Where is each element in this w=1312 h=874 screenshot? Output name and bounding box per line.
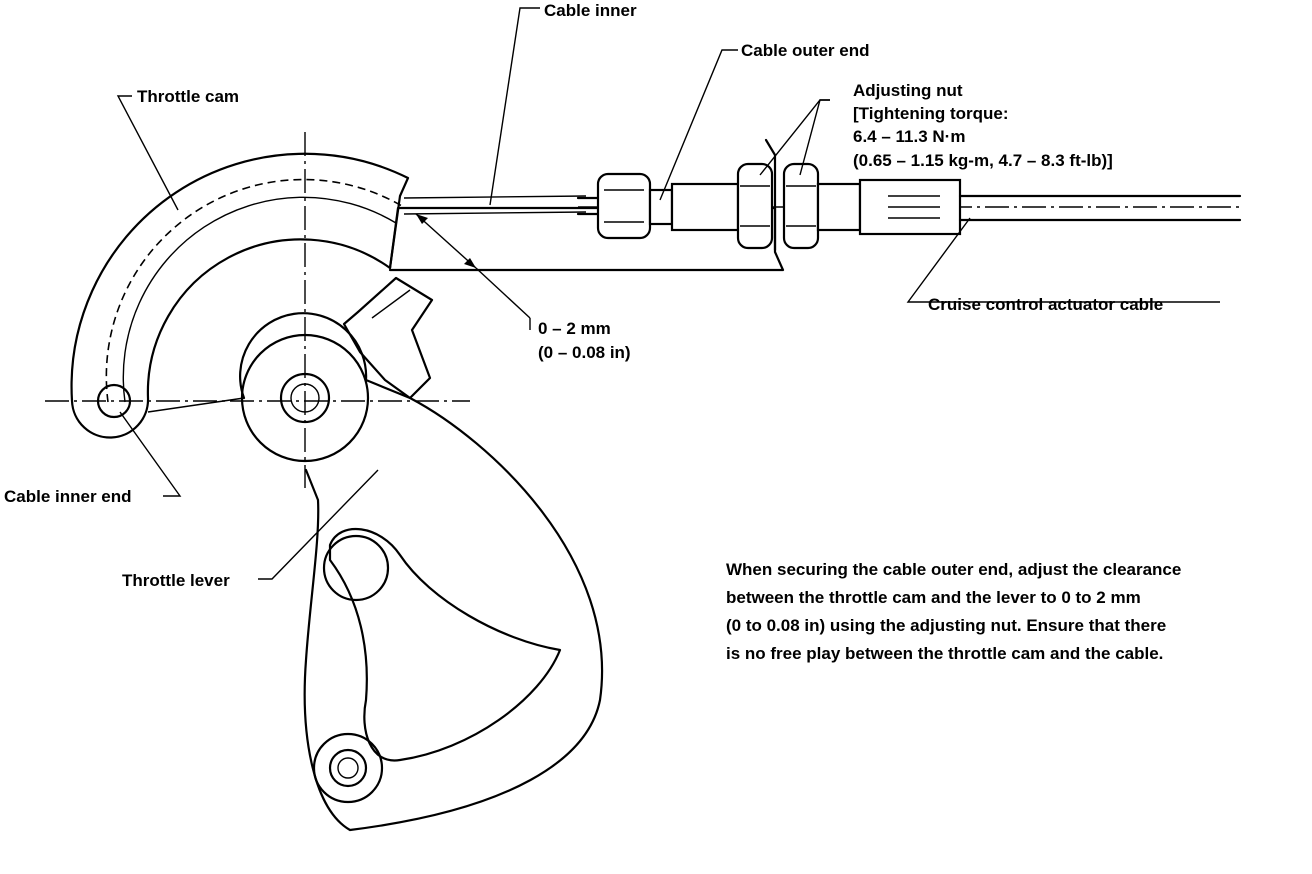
throttle-cam	[70, 152, 410, 439]
clearance-dimension	[415, 213, 531, 319]
instruction-note: When securing the cable outer end, adjus…	[726, 556, 1298, 668]
cable-inner-label: Cable inner	[544, 1, 637, 20]
torque-heading: [Tightening torque:	[853, 104, 1009, 123]
torque-imperial: (0.65 – 1.15 kg-m, 4.7 – 8.3 ft-lb)]	[853, 151, 1113, 170]
throttle-lever-label: Throttle lever	[122, 571, 230, 590]
note-line: is no free play between the throttle cam…	[726, 644, 1164, 663]
throttle-lever	[239, 312, 603, 832]
cruise-cable-label: Cruise control actuator cable	[928, 295, 1164, 314]
note-line: (0 to 0.08 in) using the adjusting nut. …	[726, 616, 1167, 635]
adjusting-nuts	[736, 162, 820, 250]
actuator-cable	[816, 178, 1242, 236]
center-lines	[45, 132, 1240, 488]
cable-outer-end-fitting	[576, 172, 740, 240]
cable-inner-line	[403, 195, 587, 215]
note-line: When securing the cable outer end, adjus…	[726, 560, 1182, 579]
cable-inner-end-label: Cable inner end	[4, 487, 132, 506]
cable-outer-end-label: Cable outer end	[741, 41, 870, 60]
adjusting-nut-label: Adjusting nut	[853, 81, 963, 100]
clearance-mm-label: 0 – 2 mm	[538, 319, 611, 338]
throttle-cam-label: Throttle cam	[137, 87, 240, 106]
leader-lines	[116, 7, 1220, 580]
cable-bracket	[342, 138, 785, 400]
note-line: between the throttle cam and the lever t…	[726, 588, 1141, 607]
clearance-in-label: (0 – 0.08 in)	[538, 343, 631, 362]
torque-metric: 6.4 – 11.3 N·m	[853, 127, 966, 146]
